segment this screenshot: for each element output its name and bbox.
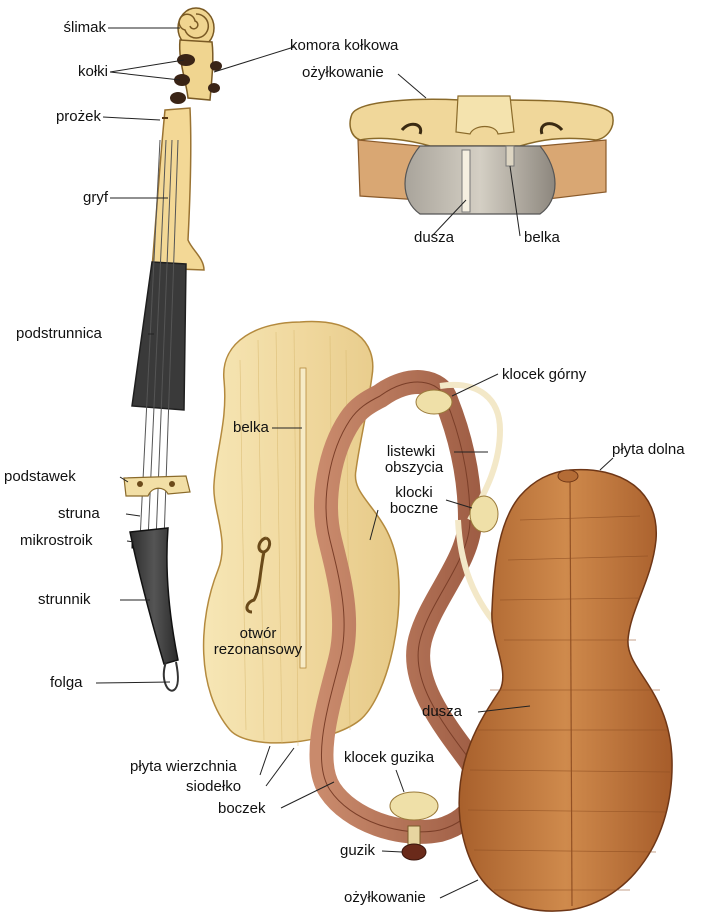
label-gryf: gryf xyxy=(82,189,108,206)
leader-lines xyxy=(95,27,614,899)
corner-block-shape xyxy=(469,495,499,533)
pegs-shape xyxy=(170,54,222,104)
label-klocki-line2: boczne xyxy=(389,500,439,517)
label-ozylkowanie-bottom: ożyłkowanie xyxy=(344,889,426,906)
label-boczek: boczek xyxy=(218,800,266,817)
end-button-shape xyxy=(401,825,427,861)
label-siodelko: siodełko xyxy=(186,778,242,795)
label-komora-kolkowa: komora kołkowa xyxy=(290,37,399,54)
fingerboard-shape xyxy=(131,261,187,411)
label-ozylkowanie-top: ożyłkowanie xyxy=(302,64,384,81)
back-plate-grain xyxy=(467,475,671,907)
label-mikrostroik: mikrostroik xyxy=(20,532,93,549)
label-belka-top: belka xyxy=(524,229,560,246)
label-prozek: prożek xyxy=(55,108,101,125)
cross-section-inside xyxy=(404,145,556,215)
label-podstrunnica: podstrunnica xyxy=(16,325,102,342)
lower-block-shape xyxy=(389,791,439,821)
neck-shape xyxy=(151,107,205,271)
label-struna: struna xyxy=(58,505,100,522)
label-klocek-gorny: klocek górny xyxy=(502,366,587,383)
neck-assembly xyxy=(123,7,222,692)
label-plyta-dolna: płyta dolna xyxy=(612,441,685,458)
label-listewki-line2: obszycia xyxy=(384,459,444,476)
cross-section xyxy=(349,95,614,215)
label-slimak: ślimak xyxy=(63,19,106,36)
bass-bar-shape xyxy=(299,367,307,669)
label-guzik: guzik xyxy=(340,842,376,859)
label-kolki: kołki xyxy=(77,63,108,80)
f-hole-shape xyxy=(245,536,272,614)
label-strunnik: strunnik xyxy=(38,591,91,608)
label-otwor-line1: otwór xyxy=(239,625,277,642)
label-dusza: dusza xyxy=(422,703,463,720)
upper-block-shape xyxy=(415,389,453,415)
label-otwor-line2: rezonansowy xyxy=(213,641,303,658)
label-belka: belka xyxy=(233,419,269,436)
label-klocki-line1: klocki xyxy=(395,484,433,501)
tailgut-shape xyxy=(162,661,179,692)
label-podstawek: podstawek xyxy=(4,468,76,485)
label-plyta-wierzchnia: płyta wierzchnia xyxy=(130,758,237,775)
label-dusza-top: dusza xyxy=(414,229,455,246)
strings-shape xyxy=(139,139,179,541)
label-klocek-guzika: klocek guzika xyxy=(344,749,435,766)
label-folga: folga xyxy=(50,674,83,691)
bridge-shape xyxy=(123,475,191,497)
cross-section-bridge xyxy=(455,95,515,135)
tailpiece-shape xyxy=(129,527,179,665)
label-listewki-line1: listewki xyxy=(386,443,436,460)
